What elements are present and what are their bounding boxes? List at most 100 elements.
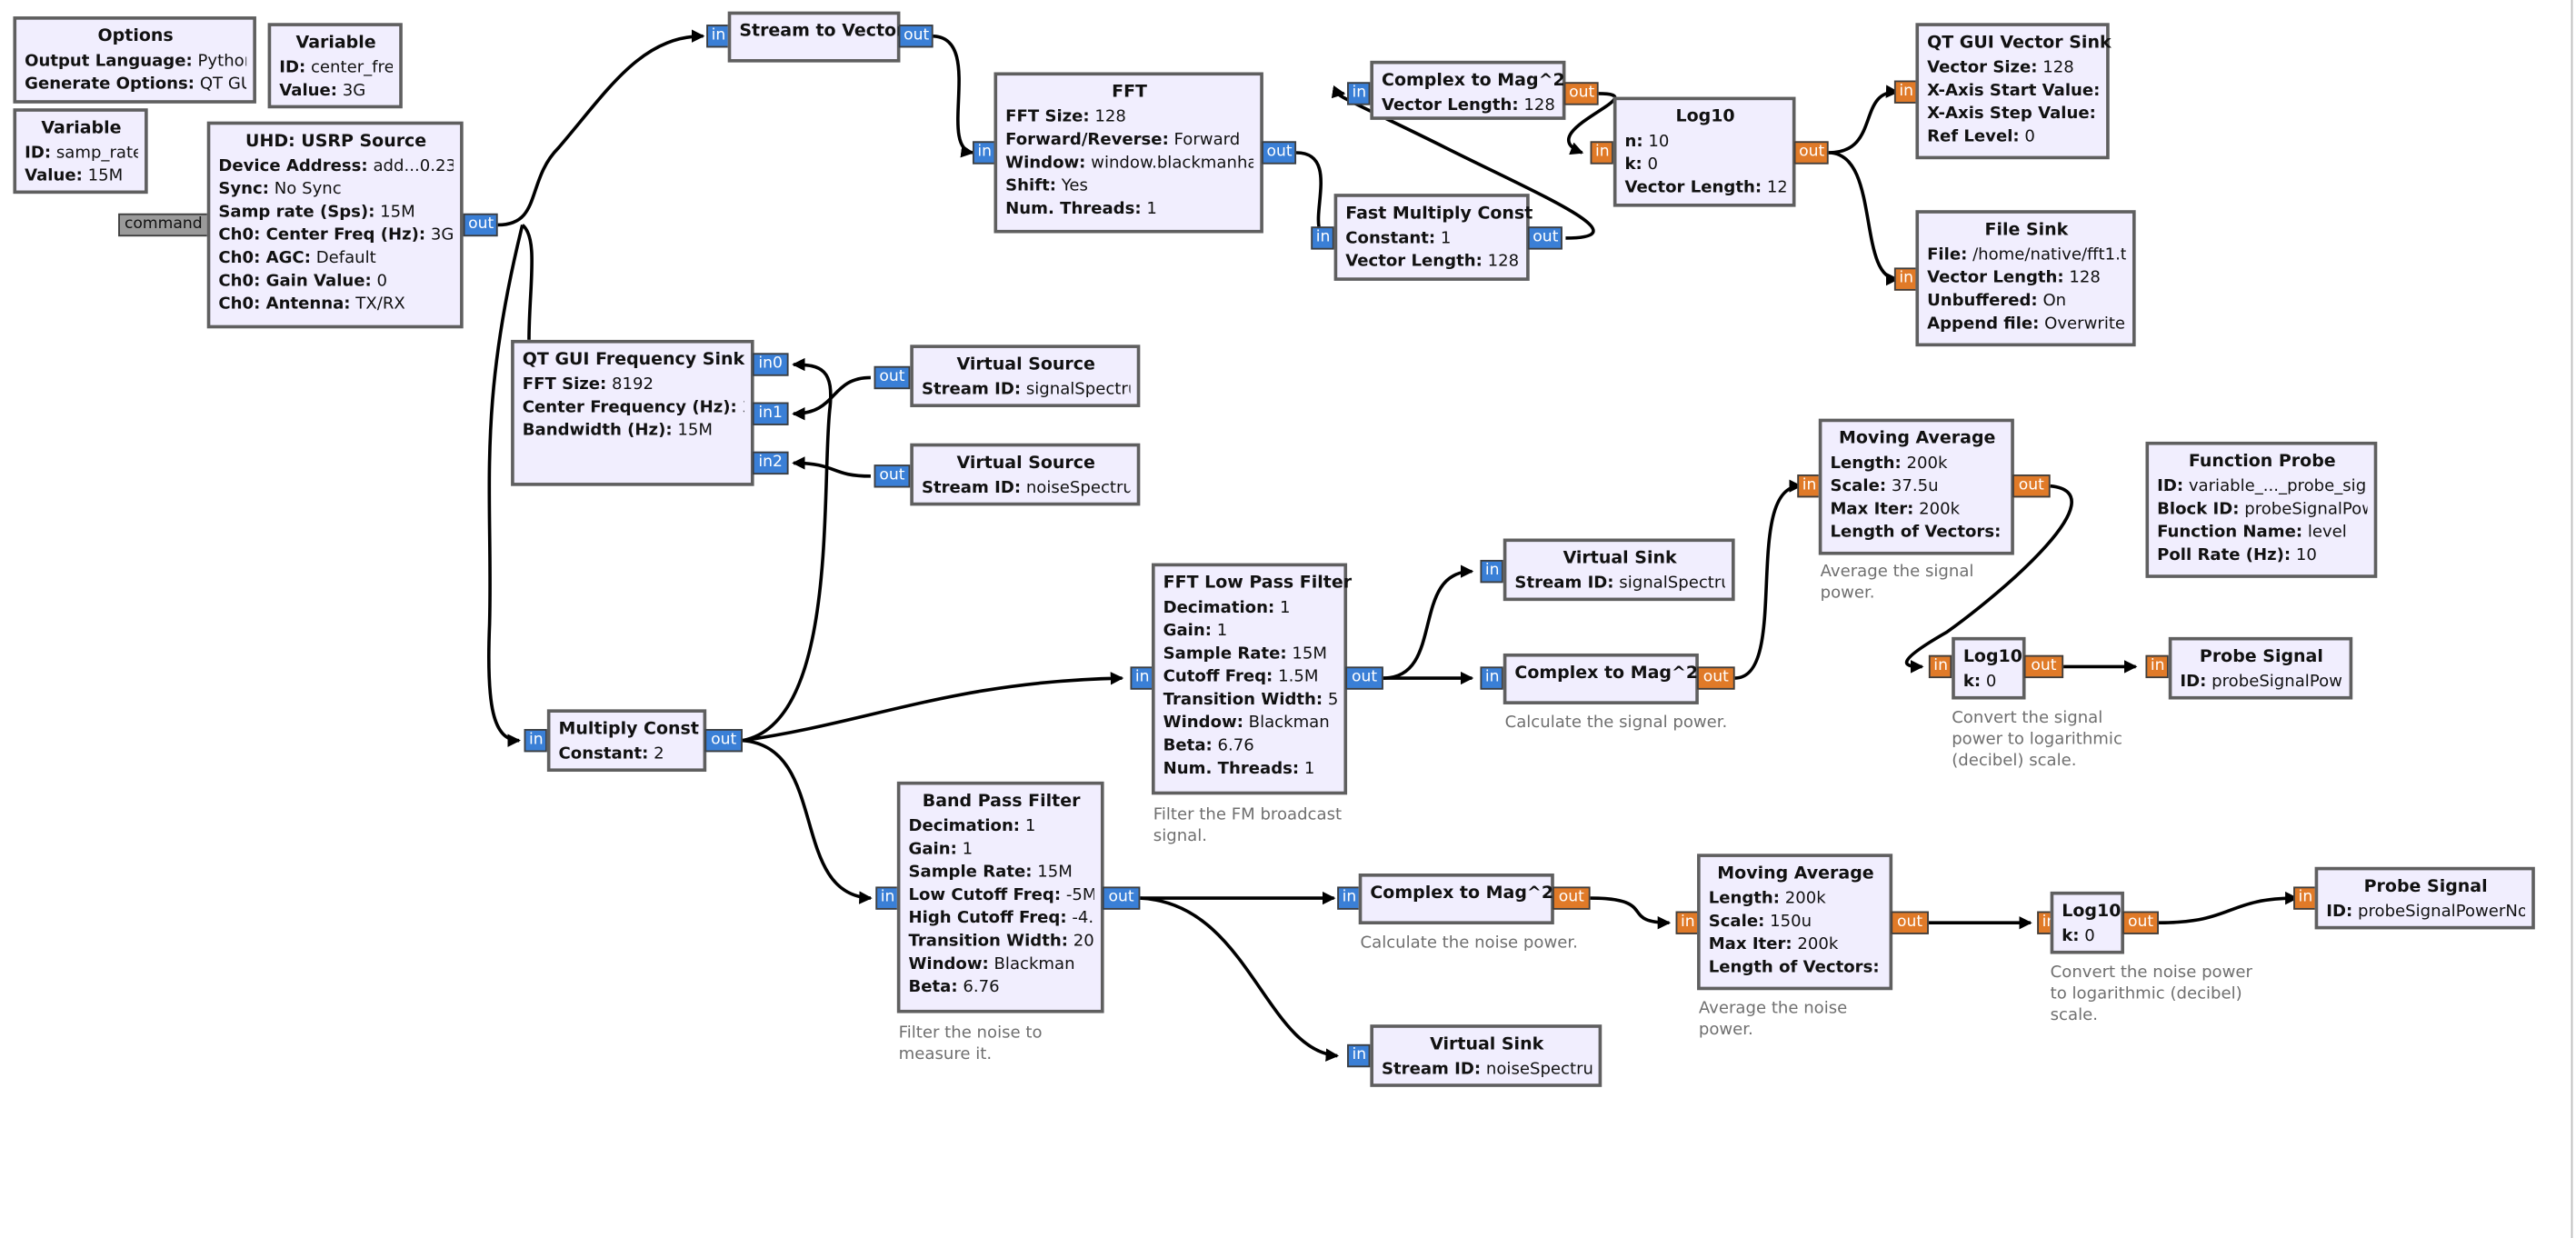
mult-out-port[interactable]: out	[704, 729, 743, 753]
fft-out-port[interactable]: out	[1262, 141, 1297, 165]
block-title: Band Pass Filter	[922, 791, 1081, 812]
qt-gui-vector-sink-block[interactable]: QT GUI Vector Sink Vector Size: 128 X-Ax…	[1915, 23, 2112, 160]
fft-block[interactable]: FFT FFT Size: 128 Forward/Reverse: Forwa…	[993, 72, 1263, 234]
probe-signal-noise-block[interactable]: Probe Signal ID: probeSignalPowerNoise	[2314, 866, 2535, 930]
complex-to-mag2-noise-block[interactable]: Complex to Mag^2	[1358, 874, 1554, 925]
complex-to-mag2-signal-block[interactable]: Complex to Mag^2	[1503, 653, 1699, 704]
stream-to-vector-block[interactable]: Stream to Vector	[727, 11, 904, 63]
log-signal-in-port[interactable]: in	[1928, 654, 1952, 679]
function-probe-block[interactable]: Function Probe ID: variable_..._probe_si…	[2145, 441, 2378, 578]
qt-vec-in-port[interactable]: in	[1893, 80, 1918, 104]
block-title: Complex to Mag^2	[1514, 663, 1699, 684]
qt-freq-in2-port[interactable]: in2	[752, 451, 789, 475]
note-convert-noise-db: Convert the noise power to logarithmic (…	[2050, 963, 2252, 1025]
virtual-sink-signal-block[interactable]: Virtual Sink Stream ID: signalSpectrum	[1503, 538, 1735, 602]
file-sink-block[interactable]: File Sink File: /home/native/fft1.txt Ve…	[1915, 210, 2136, 347]
c2m-noise-in-port[interactable]: in	[1337, 886, 1361, 910]
mavg-signal-out-port[interactable]: out	[2012, 474, 2051, 498]
s2v-in-port[interactable]: in	[706, 25, 730, 48]
param-row: Window: Blackman	[1163, 714, 1330, 733]
virtual-source-noise-block[interactable]: Virtual Source Stream ID: noiseSpectrum	[910, 443, 1141, 506]
log10-top-block[interactable]: Log10 n: 10 k: 0 Vector Length: 128	[1612, 96, 1796, 207]
param-row: Sync: No Sync	[218, 180, 342, 199]
mavg-noise-in-port[interactable]: in	[1675, 911, 1699, 934]
param-row: Decimation: 1	[1163, 599, 1291, 618]
log10-signal-block[interactable]: Log10 k: 0	[1952, 636, 2026, 700]
param-row: Beta: 6.76	[908, 978, 1000, 997]
param-row: Forward/Reverse: Forward	[1005, 131, 1241, 150]
lpf-in-port[interactable]: in	[1130, 666, 1153, 690]
lpf-out-port[interactable]: out	[1345, 666, 1383, 690]
probe-signal-block[interactable]: Probe Signal ID: probeSignalPower	[2168, 636, 2353, 700]
c2m-signal-in-port[interactable]: in	[1480, 666, 1503, 690]
param-row: Ch0: Gain Value: 0	[218, 272, 388, 291]
c2m-top-out-port[interactable]: out	[1563, 82, 1599, 105]
wire-log-to-filesink	[1828, 151, 1900, 286]
param-row: X-Axis Step Value: 1	[1927, 105, 2096, 124]
param-row: Length of Vectors: 1	[1830, 524, 2002, 543]
mavg-signal-in-port[interactable]: in	[1797, 474, 1821, 498]
bpf-out-port[interactable]: out	[1102, 886, 1141, 910]
log-top-in-port[interactable]: in	[1590, 141, 1613, 165]
log10-noise-block[interactable]: Log10 k: 0	[2050, 891, 2124, 954]
vsrc-signal-out-port[interactable]: out	[874, 365, 911, 390]
note-convert-signal-db: Convert the signal power to logarithmic …	[1952, 709, 2122, 771]
param-row: Samp rate (Sps): 15M	[218, 203, 415, 222]
c2m-signal-out-port[interactable]: out	[1697, 666, 1735, 690]
band-pass-filter-block[interactable]: Band Pass Filter Decimation: 1 Gain: 1 S…	[896, 781, 1104, 1013]
virtual-sink-noise-block[interactable]: Virtual Sink Stream ID: noiseSpectrum	[1370, 1024, 1603, 1087]
note-calc-noise-power: Calculate the noise power.	[1360, 933, 1578, 953]
multiply-const-block[interactable]: Multiply Const Constant: 2	[546, 709, 707, 773]
file-sink-in-port[interactable]: in	[1893, 267, 1918, 291]
param-row: Sample Rate: 15M	[1163, 644, 1327, 664]
vsink-noise-in-port[interactable]: in	[1347, 1043, 1371, 1068]
mavg-noise-out-port[interactable]: out	[1891, 911, 1929, 934]
virtual-source-signal-block[interactable]: Virtual Source Stream ID: signalSpectrum	[910, 344, 1141, 407]
variable-samp-rate-block[interactable]: Variable ID: samp_rate Value: 15M	[13, 108, 148, 195]
param-row: Center Frequency (Hz): 3G	[522, 398, 744, 417]
note-filter-noise: Filter the noise to measure it.	[898, 1024, 1043, 1064]
vsink-signal-in-port[interactable]: in	[1480, 559, 1503, 584]
variable-center-freq-block[interactable]: Variable ID: center_freq Value: 3G	[267, 23, 403, 109]
probe-signal-in-port[interactable]: in	[2145, 654, 2169, 679]
param-row: Vector Size: 128	[1927, 59, 2074, 77]
probe-noise-in-port[interactable]: in	[2293, 886, 2317, 910]
param-row: Vector Length: 128	[1382, 96, 1555, 115]
moving-average-signal-block[interactable]: Moving Average Length: 200k Scale: 37.5u…	[1818, 418, 2014, 555]
param-row: Generate Options: QT GUI	[25, 75, 246, 94]
param-row: ID: variable_..._probe_signal	[2157, 477, 2367, 496]
log-noise-out-port[interactable]: out	[2122, 911, 2159, 934]
fft-in-port[interactable]: in	[972, 141, 996, 165]
param-row: Transition Width: 20k	[908, 933, 1094, 951]
note-average-noise: Average the noise power.	[1698, 1000, 1848, 1040]
log-top-out-port[interactable]: out	[1793, 141, 1829, 165]
qt-freq-in0-port[interactable]: in0	[752, 353, 789, 376]
block-title: Virtual Sink	[1563, 548, 1677, 569]
block-title: Log10	[2062, 901, 2122, 922]
command-port[interactable]: command	[118, 213, 209, 237]
block-title: Options	[97, 25, 174, 46]
complex-to-mag2-top-block[interactable]: Complex to Mag^2 Vector Length: 128	[1370, 60, 1566, 120]
log-signal-out-port[interactable]: out	[2023, 654, 2064, 679]
vsrc-noise-out-port[interactable]: out	[874, 464, 911, 488]
uhd-out-port[interactable]: out	[463, 213, 498, 237]
uhd-usrp-source-block[interactable]: UHD: USRP Source Device Address: add...0…	[206, 121, 464, 329]
qt-gui-frequency-sink-block[interactable]: QT GUI Frequency Sink FFT Size: 8192 Cen…	[511, 339, 754, 486]
param-row: Value: 15M	[25, 167, 124, 186]
fmc-in-port[interactable]: in	[1311, 226, 1334, 250]
fast-multiply-const-block[interactable]: Fast Multiply Const Constant: 1 Vector L…	[1333, 194, 1533, 281]
moving-average-noise-block[interactable]: Moving Average Length: 200k Scale: 150u …	[1697, 854, 1893, 991]
c2m-top-in-port[interactable]: in	[1347, 82, 1371, 105]
block-title: FFT	[1112, 82, 1148, 102]
s2v-out-port[interactable]: out	[898, 25, 934, 48]
param-row: k: 0	[1624, 155, 1659, 175]
qt-freq-in1-port[interactable]: in1	[752, 402, 789, 425]
mult-in-port[interactable]: in	[524, 729, 547, 753]
options-block[interactable]: Options Output Language: Python Generate…	[13, 16, 256, 104]
block-title: Probe Signal	[2199, 646, 2323, 667]
bpf-in-port[interactable]: in	[875, 886, 899, 910]
fmc-out-port[interactable]: out	[1527, 226, 1563, 250]
fft-low-pass-filter-block[interactable]: FFT Low Pass Filter Decimation: 1 Gain: …	[1151, 563, 1352, 795]
c2m-noise-out-port[interactable]: out	[1552, 886, 1591, 910]
